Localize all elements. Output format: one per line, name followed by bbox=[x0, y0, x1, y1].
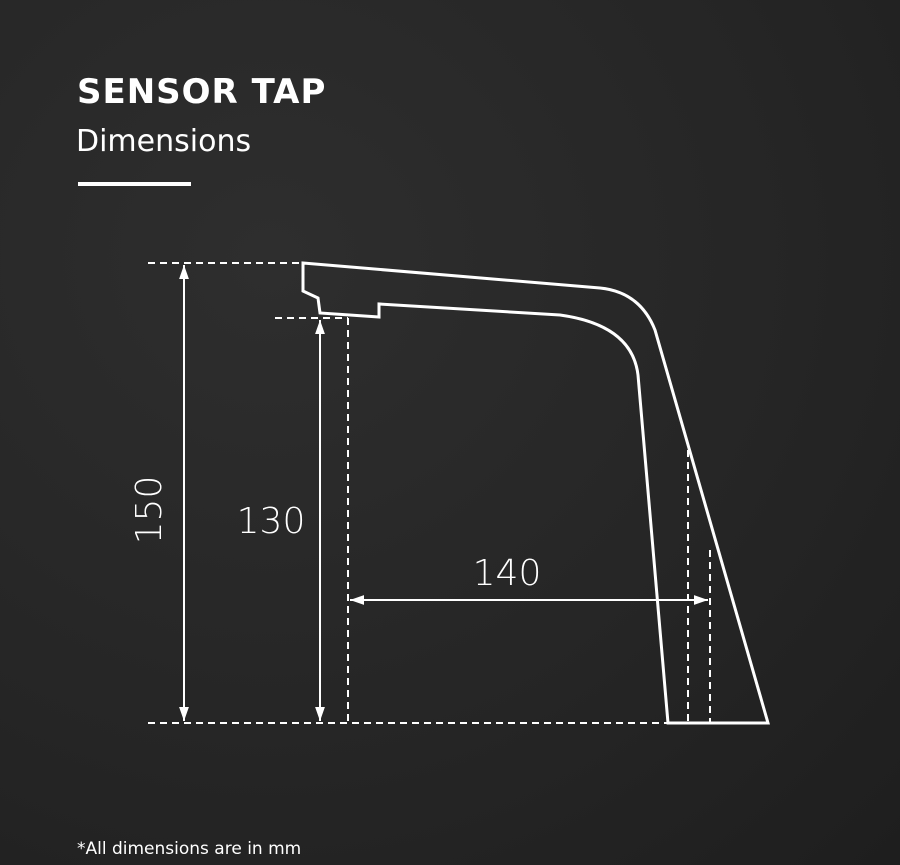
label-140: 140 bbox=[473, 553, 542, 594]
page-subtitle: Dimensions bbox=[76, 124, 252, 159]
label-150: 150 bbox=[129, 476, 170, 545]
footnote: *All dimensions are in mm bbox=[77, 839, 302, 859]
page-title: SENSOR TAP bbox=[77, 72, 327, 112]
title-underline bbox=[78, 182, 191, 186]
label-130: 130 bbox=[237, 501, 306, 542]
tap-outline bbox=[301, 261, 770, 725]
